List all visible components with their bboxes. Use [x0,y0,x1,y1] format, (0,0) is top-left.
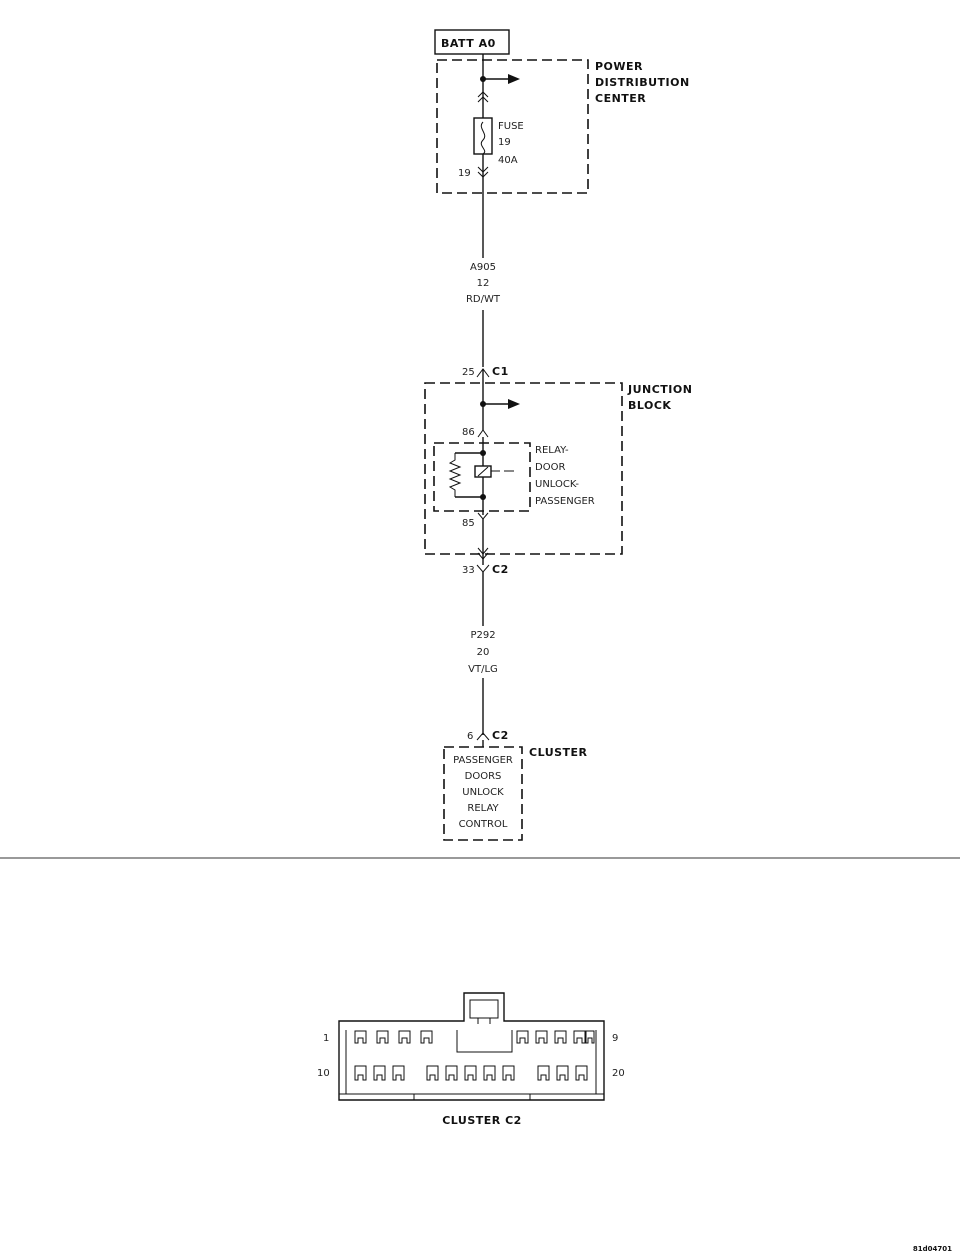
pin-label-9: 9 [612,1033,618,1044]
fuse-label-line-2: 19 [498,137,511,148]
cluster-line-2: DOORS [465,771,502,782]
cavity-11 [373,1065,386,1081]
c2-jb-name: C2 [492,563,509,576]
cavity-16 [483,1065,496,1081]
jb-output-chevron-icon [477,547,489,560]
c2-jb-connector-icon [476,564,490,573]
relay-label-line-3: UNLOCK- [535,479,579,490]
relay-dashed-box [433,442,531,512]
relay-label-line-2: DOOR [535,462,565,473]
pdc-output-chevron-icon [477,166,489,178]
figure-code: 81d04701 [913,1245,952,1253]
relay-coil-diagonal [477,466,489,477]
c2-cluster-connector-icon [476,732,490,741]
relay-label-line-4: PASSENGER [535,496,595,507]
jb-title-line-2: BLOCK [628,399,671,412]
cavity-8 [573,1030,586,1044]
wire-p292-code: P292 [470,630,495,641]
fuse-label-line-3: 40A [498,155,518,166]
cluster-line-1: PASSENGER [453,755,513,766]
connector-center-recess [456,1030,513,1053]
pdc-title-line-2: DISTRIBUTION [595,76,690,89]
pdc-title: POWER DISTRIBUTION CENTER [595,60,690,105]
pdc-connector-chevron-icon [477,91,489,103]
wire-a905-color: RD/WT [466,294,501,305]
connector-caption: CLUSTER C2 [442,1114,522,1127]
cluster-line-5: CONTROL [459,819,508,830]
c2-cluster-name: C2 [492,729,509,742]
wire-p292-label-bg [466,626,500,678]
pdc-dashed-box [436,59,589,194]
cavity-19 [556,1065,569,1081]
pin86-connector-icon [477,429,489,438]
relay-pin-86: 86 [462,427,475,438]
cavity-5 [516,1030,529,1044]
connector-latch [469,999,499,1019]
wire-p292-gauge: 20 [477,647,490,658]
cavity-3 [398,1030,411,1044]
c1-pin: 25 [462,367,475,378]
cavity-13 [426,1065,439,1081]
branch-arrow-pdc-icon [508,74,520,84]
wire-p292-color: VT/LG [468,664,498,675]
relay-label-line-1: RELAY- [535,445,569,456]
relay-pin-85: 85 [462,518,475,529]
branch-arrow-jb-icon [508,399,520,409]
wire-a905-code: A905 [470,262,496,273]
relay-label: RELAY- DOOR UNLOCK- PASSENGER [535,445,595,507]
cavity-2 [376,1030,389,1044]
cavity-20 [575,1065,588,1081]
cavity-12 [392,1065,405,1081]
wire-a905-label-bg [466,258,500,310]
cluster-line-3: UNLOCK [462,787,504,798]
cavity-row-bottom [354,1065,588,1081]
cavity-17 [502,1065,515,1081]
cavity-10 [354,1065,367,1081]
cavity-row-top [354,1030,595,1044]
connector-body [338,992,605,1101]
pdc-pin-out: 19 [458,168,471,179]
wire-a905-gauge: 12 [477,278,490,289]
resistor-icon [448,453,462,497]
cavity-14 [445,1065,458,1081]
cluster-title: CLUSTER [529,746,588,759]
pin-label-1: 1 [323,1033,329,1044]
fuse-label-line-1: FUSE [498,121,524,132]
cavity-9 [585,1030,595,1044]
c1-name: C1 [492,365,509,378]
c2-jb-pin: 33 [462,565,475,576]
batt-a0-label: BATT A0 [441,37,496,50]
pdc-title-line-1: POWER [595,60,643,73]
pdc-title-line-3: CENTER [595,92,646,105]
cavity-1 [354,1030,367,1044]
cavity-15 [464,1065,477,1081]
cavity-18 [537,1065,550,1081]
batt-a0-box [434,29,510,55]
pin-label-20: 20 [612,1068,625,1079]
cluster-c2-connector-face [338,992,605,1101]
cavity-6 [535,1030,548,1044]
cavity-7 [554,1030,567,1044]
fuse-element-icon [480,121,486,155]
cluster-dashed-box [443,746,523,841]
c2-cluster-pin: 6 [467,731,473,742]
cavity-4 [420,1030,433,1044]
cluster-line-4: RELAY [467,803,499,814]
jb-title-line-1: JUNCTION [627,383,692,396]
pin-label-10: 10 [317,1068,330,1079]
junction-block-dashed-box [424,382,623,555]
